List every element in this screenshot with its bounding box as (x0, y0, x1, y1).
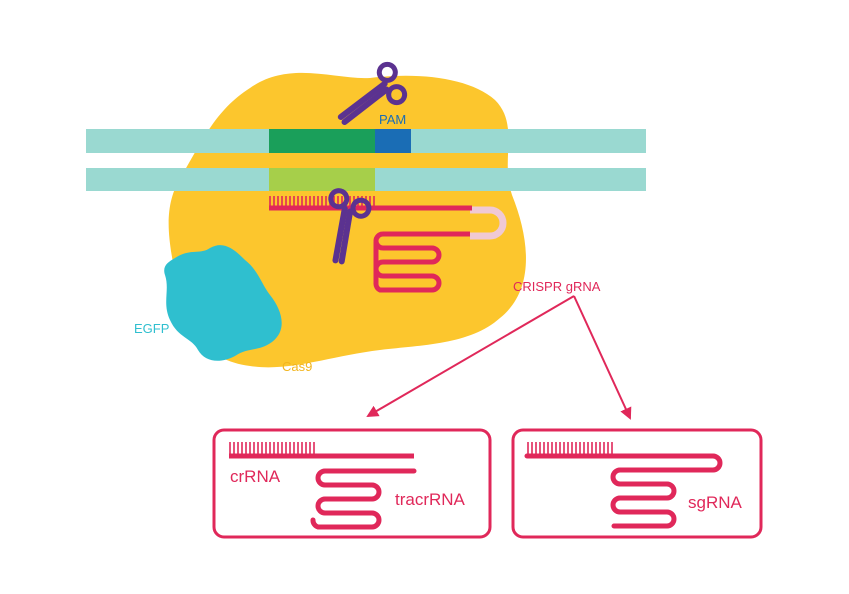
cas9-label: Cas9 (282, 359, 312, 374)
tracrrna-label: tracrRNA (395, 490, 466, 509)
two-part-rna-box (212, 428, 492, 539)
egfp-protein (164, 245, 282, 361)
crrna-label: crRNA (230, 467, 281, 486)
target-sequence-top (269, 129, 375, 153)
scissors-icon (328, 188, 372, 265)
arrow-to-sgrna (573, 295, 632, 420)
crispr-grna-label: CRISPR gRNA (513, 279, 601, 294)
tracrrna-strand (310, 468, 417, 530)
sgrna-strand (524, 453, 723, 529)
pam-sequence (375, 129, 411, 153)
scissors-icon (337, 61, 408, 126)
tracrrna-hairpins (373, 231, 442, 293)
grna-loop (470, 206, 507, 240)
arrow-to-two-part-rna (366, 295, 575, 418)
egfp-label: EGFP (134, 321, 169, 336)
sgrna-box (511, 428, 763, 539)
sgrna-label: sgRNA (688, 493, 743, 512)
pam-label: PAM (379, 112, 406, 127)
target-sequence-bottom (269, 168, 375, 191)
